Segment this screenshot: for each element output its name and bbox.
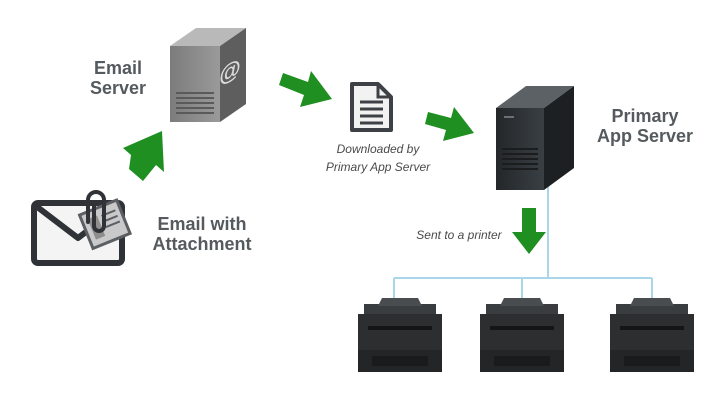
printer-icon: [610, 298, 694, 372]
email-server-label: Email Server: [89, 58, 147, 98]
document-icon: [350, 82, 393, 132]
flow-arrows: [123, 71, 546, 254]
printer-icon: [480, 298, 564, 372]
svg-text:@: @: [219, 53, 240, 89]
app-server-icon: [496, 86, 574, 190]
arrow-envelope-to-email-server: [123, 131, 164, 181]
primary-app-server-label: Primary App Server: [596, 106, 694, 146]
email-server-icon: @: [170, 28, 246, 122]
printer-connector-lines: [393, 178, 653, 302]
arrow-document-to-app-server: [425, 107, 474, 141]
sent-to-printer-caption: Sent to a printer: [416, 228, 502, 242]
printer-icon: [358, 298, 442, 372]
downloaded-by-caption: Downloaded by Primary App Server: [325, 142, 431, 174]
arrow-app-server-to-printers: [512, 208, 546, 254]
envelope-attachment-icon: [31, 190, 133, 266]
arrow-email-server-to-document: [279, 71, 332, 107]
email-with-attachment-label: Email with Attachment: [152, 214, 252, 254]
